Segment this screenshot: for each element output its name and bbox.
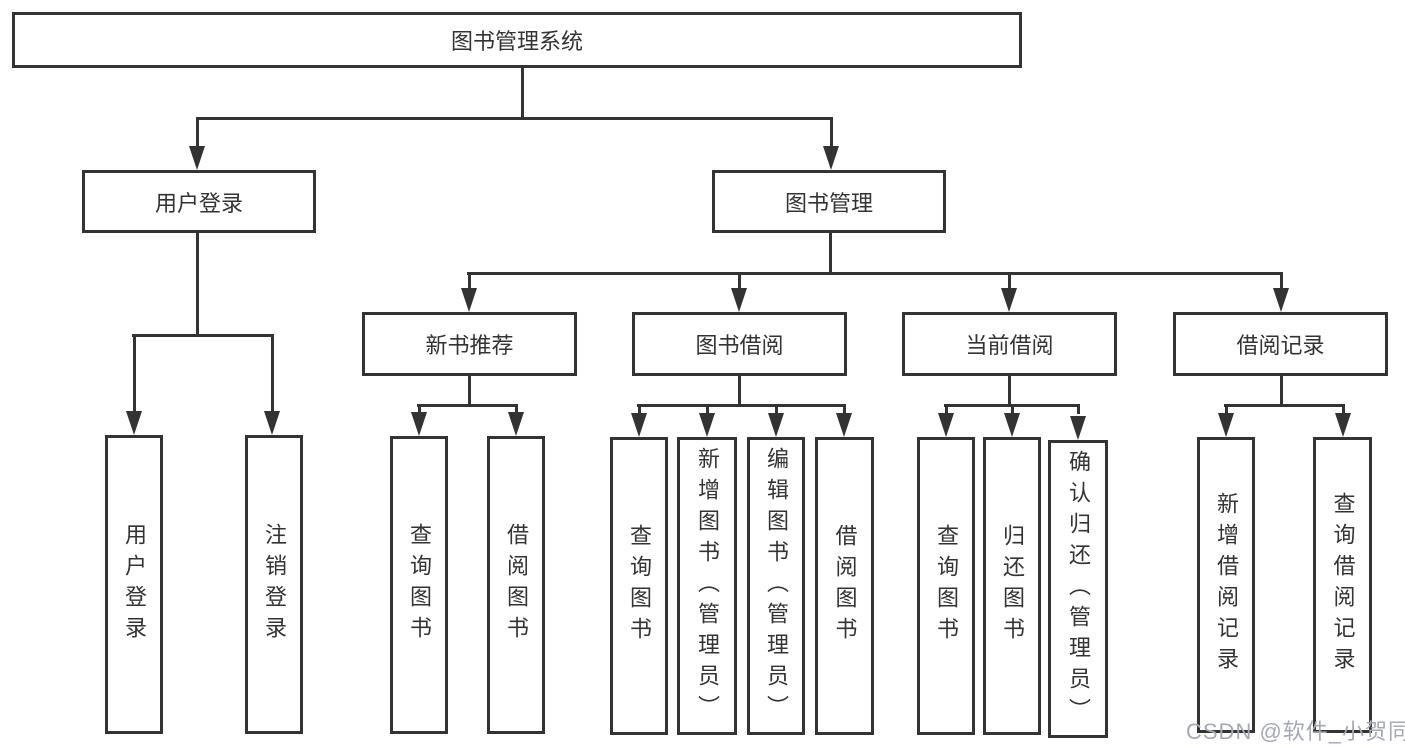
node-new-book-recommend: 新书推荐 <box>362 312 577 376</box>
connector-drop <box>133 337 136 412</box>
node-user-login: 用户登录 <box>82 170 316 233</box>
connector-drop <box>1342 407 1345 414</box>
arrowhead-down-icon <box>1004 413 1020 437</box>
arrowhead-down-icon <box>264 411 280 435</box>
leaf-current-confirm-return-admin: 确认归还（管理员） <box>1048 440 1108 738</box>
arrowhead-down-icon <box>938 413 954 437</box>
csdn-watermark: CSDN @软件_小贺同学 <box>1186 719 1405 744</box>
leaf-label: 查询图书 <box>407 523 432 647</box>
connector-stem-book-management <box>829 233 832 272</box>
connector-drop <box>706 407 709 414</box>
leaf-label: 编辑图书（管理员） <box>764 446 789 726</box>
leaf-label: 新增图书（管理员） <box>695 446 720 726</box>
connector-stem-user-login <box>196 233 199 334</box>
arrowhead-down-icon <box>1335 413 1351 437</box>
connector-drop <box>515 407 518 414</box>
node-current-borrow: 当前借阅 <box>902 312 1117 376</box>
connector-drop <box>418 407 421 414</box>
connector-stem-book-borrow <box>738 376 741 404</box>
connector-drop <box>1008 275 1011 289</box>
node-borrow-records: 借阅记录 <box>1173 312 1388 376</box>
leaf-label: 查询借阅记录 <box>1330 492 1356 678</box>
connector-drop <box>1077 407 1080 414</box>
leaf-label: 借阅图书 <box>504 523 529 647</box>
leaf-label: 新增借阅记录 <box>1214 492 1239 678</box>
leaf-borrow-query-books: 查询图书 <box>610 437 668 735</box>
leaf-label: 查询图书 <box>627 524 652 648</box>
connector-bar-current-borrow <box>944 404 1080 407</box>
connector-drop <box>1280 275 1283 289</box>
node-book-borrow: 图书借阅 <box>632 312 847 376</box>
arrowhead-down-icon <box>699 413 715 437</box>
arrowhead-down-icon <box>461 288 477 312</box>
leaf-newbook-query-books: 查询图书 <box>390 436 448 734</box>
leaf-current-return-books: 归还图书 <box>983 437 1041 735</box>
connector-stem-current-borrow <box>1008 376 1011 404</box>
arrowhead-down-icon <box>1218 413 1234 437</box>
connector-drop <box>843 407 846 414</box>
leaf-newbook-borrow-books: 借阅图书 <box>487 436 545 734</box>
connector-bar-user-login <box>132 334 274 337</box>
arrowhead-down-icon <box>768 413 784 437</box>
connector-stem-new-book <box>468 376 471 404</box>
arrowhead-down-icon <box>631 413 647 437</box>
connector-stem-borrow-records <box>1280 376 1283 404</box>
connector-bar-borrow-records <box>1224 404 1345 407</box>
arrowhead-down-icon <box>823 146 839 170</box>
arrowhead-down-icon <box>836 413 852 437</box>
arrowhead-down-icon <box>189 146 205 170</box>
leaf-records-query-record: 查询借阅记录 <box>1313 437 1372 733</box>
connector-drop <box>1011 407 1014 414</box>
connector-bar-book-borrow <box>637 404 846 407</box>
connector-drop <box>945 407 948 414</box>
leaf-records-add-record: 新增借阅记录 <box>1197 437 1255 733</box>
connector-bar-new-book <box>417 404 518 407</box>
arrowhead-down-icon <box>411 412 427 436</box>
connector-bar-root <box>196 117 833 120</box>
connector-drop <box>738 275 741 289</box>
connector-drop <box>830 120 833 147</box>
connector-stem-root <box>521 68 524 117</box>
connector-drop <box>1225 407 1228 414</box>
leaf-borrow-add-books-admin: 新增图书（管理员） <box>677 437 737 735</box>
leaf-label: 用户登录 <box>122 522 147 647</box>
connector-drop <box>271 337 274 412</box>
arrowhead-down-icon <box>1070 416 1086 440</box>
arrowhead-down-icon <box>508 412 524 436</box>
leaf-borrow-edit-books-admin: 编辑图书（管理员） <box>747 437 805 735</box>
leaf-label: 注销登录 <box>262 522 287 647</box>
arrowhead-down-icon <box>126 411 142 435</box>
leaf-label: 确认归还（管理员） <box>1066 449 1091 729</box>
arrowhead-down-icon <box>1273 288 1289 312</box>
connector-drop <box>638 407 641 414</box>
leaf-label: 借阅图书 <box>832 524 858 648</box>
node-book-management: 图书管理 <box>712 170 946 233</box>
connector-drop <box>468 275 471 289</box>
arrowhead-down-icon <box>1001 288 1017 312</box>
leaf-label: 归还图书 <box>1000 524 1025 648</box>
leaf-borrow-borrow-books: 借阅图书 <box>815 437 874 735</box>
leaf-label: 查询图书 <box>934 524 959 648</box>
connector-drop <box>775 407 778 414</box>
node-root-library-management-system: 图书管理系统 <box>12 12 1022 68</box>
leaf-current-query-books: 查询图书 <box>917 437 975 735</box>
connector-bar-book-management <box>467 272 1283 275</box>
leaf-user-login: 用户登录 <box>105 435 163 734</box>
arrowhead-down-icon <box>731 288 747 312</box>
leaf-logout: 注销登录 <box>245 435 303 734</box>
connector-drop <box>196 120 199 147</box>
